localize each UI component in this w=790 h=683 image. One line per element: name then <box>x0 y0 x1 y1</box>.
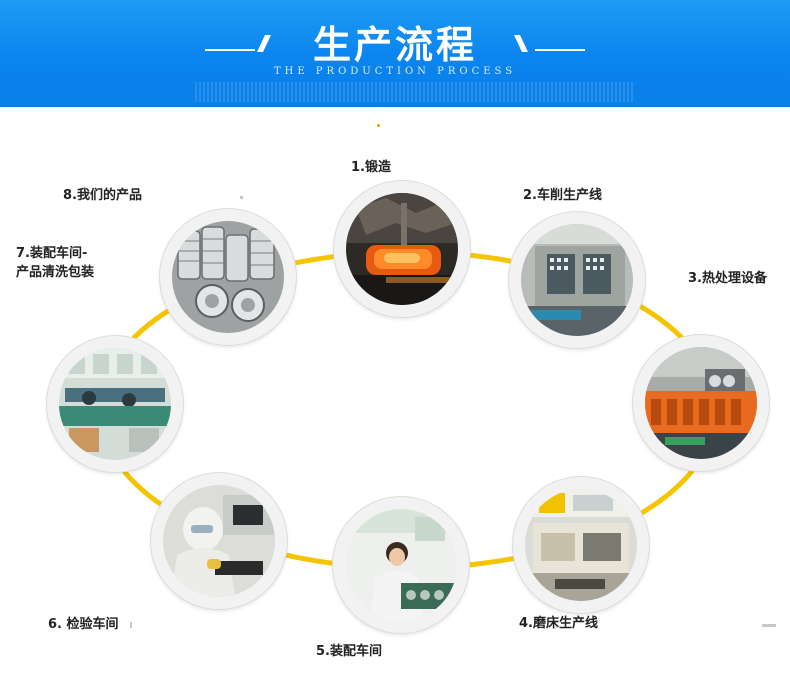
step-7-label: 7.装配车间- 产品清洗包装 <box>16 244 94 282</box>
step-6-inspection-workshop <box>151 473 287 609</box>
forging-photo <box>346 193 458 305</box>
step-6-label: 6. 检验车间 <box>48 617 119 632</box>
products-photo <box>172 221 284 333</box>
step-8-label: 8.我们的产品 <box>63 188 142 203</box>
inspection-workshop-image <box>163 485 275 597</box>
products-image <box>172 221 284 333</box>
decorative-fine-print <box>195 82 635 102</box>
assembly-workshop-image <box>345 509 457 621</box>
turning-line-photo <box>521 224 633 336</box>
step-4-grinding-line <box>513 477 649 613</box>
page-title: 生产流程 <box>312 23 477 67</box>
step-5-label: 5.装配车间 <box>316 644 382 659</box>
step-5-assembly-workshop <box>333 497 469 633</box>
cleaning-packing-image <box>59 348 171 460</box>
grinding-line-photo <box>525 489 637 601</box>
page-subtitle: THE PRODUCTION PROCESS <box>273 66 517 77</box>
cleaning-packing-photo <box>59 348 171 460</box>
step-8-products <box>160 209 296 345</box>
decorative-mark <box>762 624 776 627</box>
step-7-cleaning-packing <box>47 336 183 472</box>
step-2-turning-line <box>509 212 645 348</box>
heat-treatment-image <box>645 347 757 459</box>
decorative-dot <box>377 124 380 127</box>
title-left-line <box>205 49 255 51</box>
step-7-label-line1: 7.装配车间- <box>16 246 88 261</box>
turning-line-image <box>521 224 633 336</box>
step-7-label-line2: 产品清洗包装 <box>16 265 95 280</box>
step-1-label: 1.锻造 <box>351 160 391 175</box>
forging-image <box>346 193 458 305</box>
step-3-label: 3.热处理设备 <box>688 271 767 286</box>
step-4-label: 4.磨床生产线 <box>519 616 598 631</box>
decorative-mark <box>240 196 243 199</box>
inspection-workshop-photo <box>163 485 275 597</box>
heat-treatment-photo <box>645 347 757 459</box>
step-3-heat-treatment <box>633 335 769 471</box>
step-2-label: 2.车削生产线 <box>523 188 602 203</box>
decorative-mark <box>130 622 132 628</box>
grinding-line-image <box>525 489 637 601</box>
title-right-line <box>535 49 585 51</box>
assembly-workshop-photo <box>345 509 457 621</box>
step-1-forging <box>334 181 470 317</box>
header-banner: 生产流程 THE PRODUCTION PROCESS <box>0 0 790 107</box>
